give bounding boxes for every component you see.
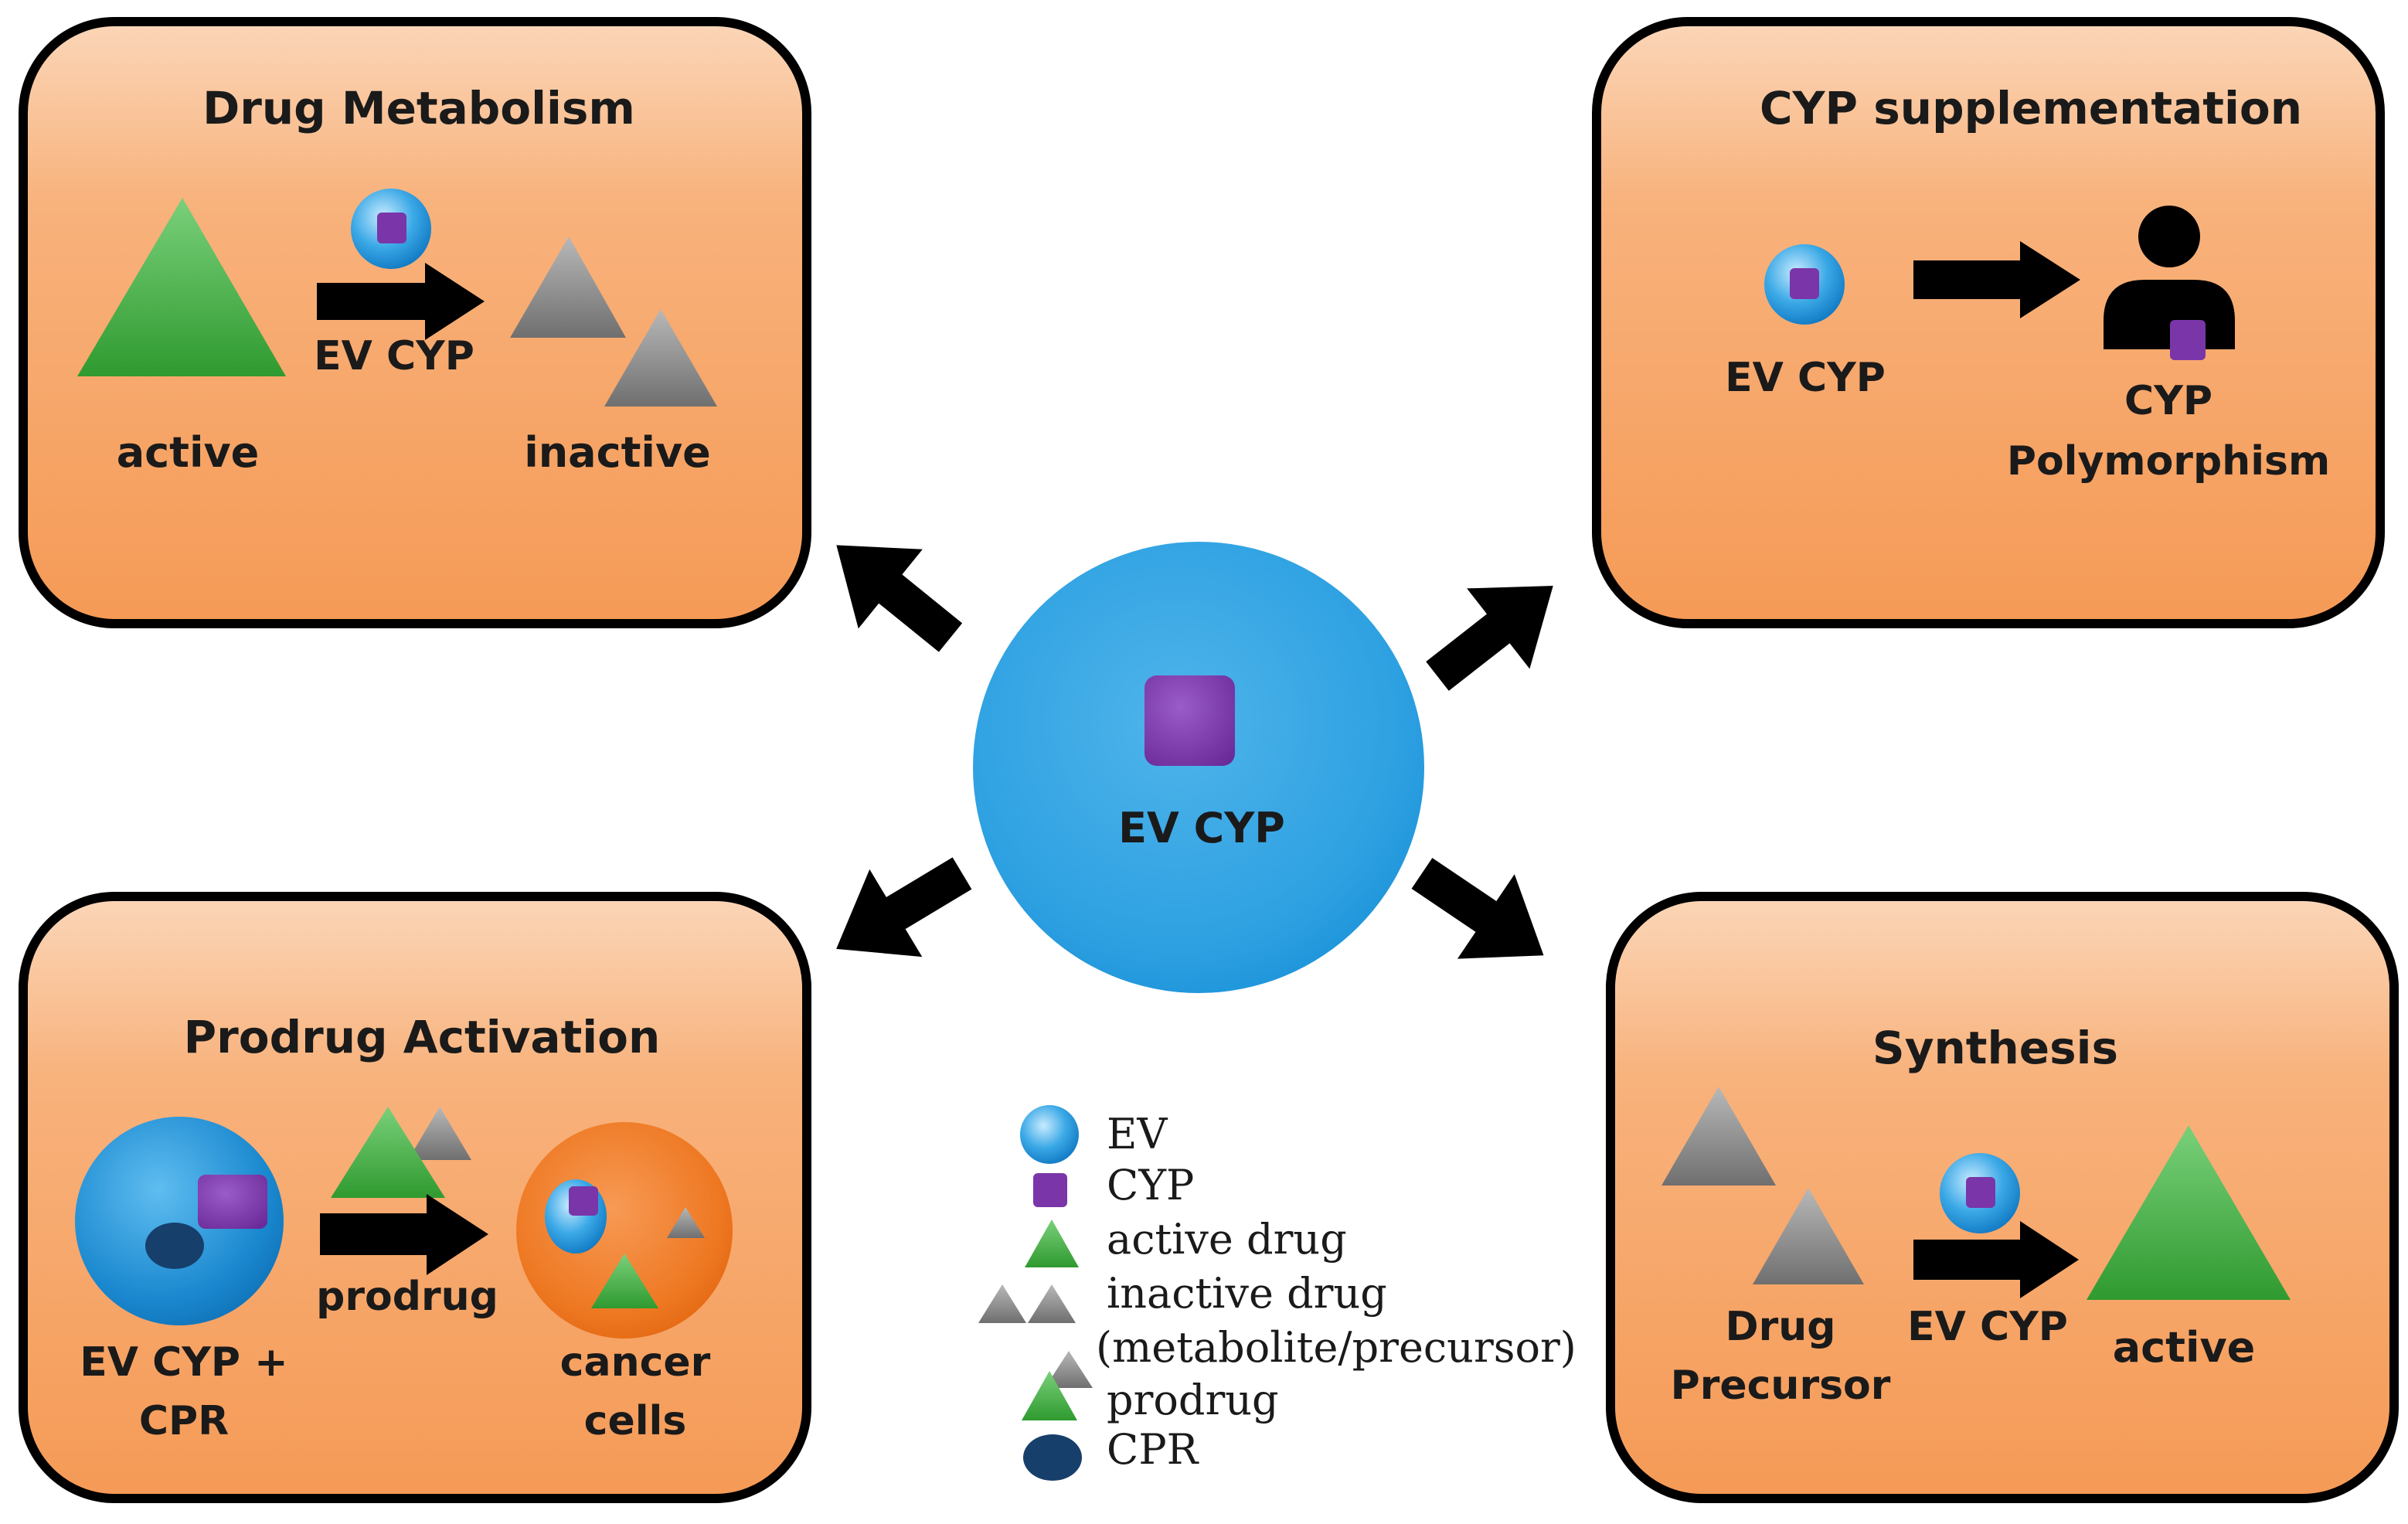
- cyp-icon: [2170, 320, 2206, 360]
- arrow-to-synthesis: [1411, 858, 1544, 959]
- precursor-triangle: [1753, 1188, 1864, 1284]
- legend-inactive-swatch: [978, 1284, 1026, 1323]
- inactive-drug-triangle: [667, 1207, 705, 1238]
- ev-cyp-cpr-label-2: CPR: [139, 1398, 229, 1444]
- cyp-icon: [569, 1186, 598, 1216]
- reaction-arrow: [1913, 241, 2080, 318]
- legend-inactive-swatch: [1028, 1284, 1076, 1323]
- arrow-to-cyp-supplementation: [1426, 586, 1553, 691]
- inactive-label: inactive: [524, 428, 711, 477]
- legend-item-cyp: CYP: [1033, 1161, 1194, 1209]
- panel-title: CYP supplementation: [1760, 82, 2302, 134]
- inactive-drug-triangle: [604, 309, 717, 407]
- legend-prodrug-label: prodrug: [1107, 1376, 1279, 1424]
- arrow-label: EV CYP: [1907, 1304, 2068, 1350]
- legend-cpr-label: CPR: [1107, 1425, 1199, 1474]
- arrow-shape: [1411, 858, 1544, 959]
- active-drug-triangle: [591, 1254, 658, 1308]
- legend-item-prodrug: prodrug: [1022, 1351, 1279, 1424]
- legend-cpr-swatch: [1023, 1434, 1082, 1481]
- panel-title: Prodrug Activation: [184, 1011, 661, 1063]
- arrow-shape: [836, 857, 972, 958]
- prodrug-label: prodrug: [316, 1274, 498, 1320]
- inactive-drug-triangle: [510, 236, 626, 338]
- legend-inactive-label-2: (metabolite/precursor): [1096, 1323, 1576, 1372]
- cyp-label: CYP: [2124, 378, 2212, 424]
- precursor-label: Precursor: [1671, 1362, 1891, 1409]
- active-drug-triangle: [2087, 1125, 2291, 1300]
- panel-drug-metabolism: Drug Metabolism EV CYP active inactive: [19, 17, 811, 628]
- drug-label: Drug: [1725, 1304, 1835, 1350]
- panel-title: Drug Metabolism: [202, 82, 635, 134]
- cancer-label: cancer: [560, 1339, 711, 1386]
- center-ev-circle: [973, 542, 1424, 993]
- arrow-label: EV CYP: [314, 333, 474, 379]
- arrow-shape: [836, 545, 963, 652]
- prodrug-icon-gray: [408, 1107, 471, 1160]
- cyp-icon: [198, 1175, 267, 1229]
- reaction-arrow: [1913, 1221, 2079, 1298]
- arrow-to-prodrug-activation: [836, 857, 972, 958]
- center-ev-label: EV CYP: [1118, 804, 1285, 852]
- active-label: active: [117, 428, 260, 477]
- cyp-icon: [1966, 1177, 1995, 1208]
- legend-item-active-drug: active drug: [1025, 1215, 1347, 1267]
- person-head: [2138, 206, 2200, 267]
- panel-cyp-supplementation: CYP supplementation EV CYP CYP Polymorph…: [1592, 17, 2385, 628]
- active-label: active: [2113, 1323, 2256, 1372]
- legend-ev-label: EV: [1107, 1110, 1168, 1158]
- legend: EV CYP active drug inactive drug (metabo…: [978, 1105, 1576, 1481]
- reaction-arrow: [317, 263, 485, 340]
- cyp-icon: [377, 213, 406, 243]
- cancer-cell: [516, 1122, 733, 1339]
- center-ev: EV CYP: [973, 542, 1424, 993]
- panel-title: Synthesis: [1872, 1022, 2118, 1074]
- legend-ev-swatch: [1020, 1105, 1079, 1164]
- legend-active-swatch: [1025, 1220, 1079, 1267]
- arrow-shape: [1426, 586, 1553, 691]
- legend-item-inactive-drug: inactive drug (metabolite/precursor): [978, 1269, 1576, 1372]
- ev-cyp-label: EV CYP: [1725, 355, 1886, 401]
- cyp-icon: [1790, 268, 1819, 299]
- cpr-icon: [145, 1223, 204, 1269]
- legend-item-cpr: CPR: [1023, 1425, 1199, 1481]
- panel-synthesis: Synthesis Drug Precursor EV CYP active: [1606, 892, 2399, 1503]
- legend-inactive-label-1: inactive drug: [1107, 1269, 1387, 1318]
- ev-cpr-circle: [75, 1117, 284, 1325]
- panel-box: [1592, 17, 2385, 628]
- precursor-triangle: [1661, 1087, 1776, 1186]
- polymorphism-label: Polymorphism: [2007, 438, 2330, 485]
- legend-active-label: active drug: [1107, 1215, 1347, 1264]
- panel-prodrug-activation: Prodrug Activation EV CYP + CPR prodrug …: [19, 892, 811, 1503]
- legend-prodrug-gray: [1045, 1351, 1093, 1388]
- legend-prodrug-green: [1022, 1371, 1077, 1420]
- person-body: [2104, 280, 2235, 349]
- active-drug-triangle: [77, 198, 286, 376]
- legend-cyp-label: CYP: [1107, 1161, 1194, 1209]
- reaction-arrow: [320, 1194, 488, 1275]
- legend-cyp-swatch: [1033, 1173, 1067, 1207]
- legend-item-ev: EV: [1020, 1105, 1168, 1164]
- prodrug-icon-green: [331, 1107, 445, 1198]
- panel-box: [19, 17, 811, 628]
- center-cyp-square: [1144, 675, 1235, 766]
- arrow-to-drug-metabolism: [836, 545, 963, 652]
- ev-cyp-cpr-label-1: EV CYP +: [80, 1339, 287, 1386]
- cells-label: cells: [584, 1398, 687, 1444]
